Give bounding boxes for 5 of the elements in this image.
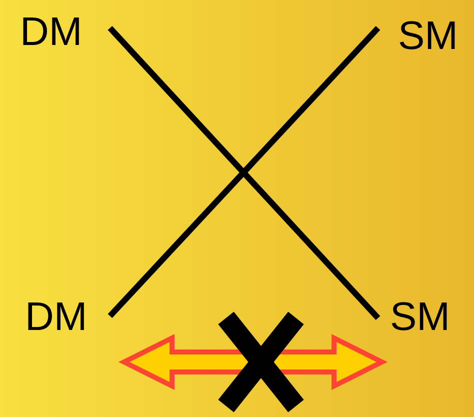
- double-block-arrow: [118, 334, 388, 390]
- node-label: SM: [398, 14, 458, 58]
- node-label: DM: [25, 295, 88, 339]
- node-label: SM: [390, 295, 450, 339]
- node-label: DM: [20, 10, 82, 54]
